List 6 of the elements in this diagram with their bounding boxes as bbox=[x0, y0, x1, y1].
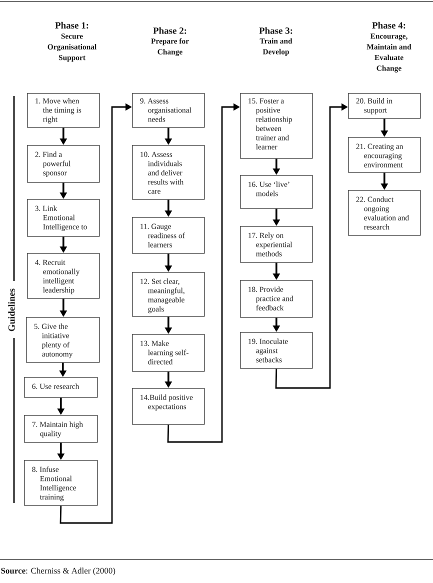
source-note: Source: Cherniss & Adler (2000) bbox=[1, 568, 116, 576]
phase-heading: Phase 2: bbox=[153, 27, 186, 34]
phase-heading: Phase 1: bbox=[55, 22, 88, 29]
side-label: Guidelines bbox=[8, 288, 15, 332]
phase-heading: Phase 4: bbox=[372, 22, 406, 29]
phase-heading: Phase 3: bbox=[259, 27, 292, 34]
